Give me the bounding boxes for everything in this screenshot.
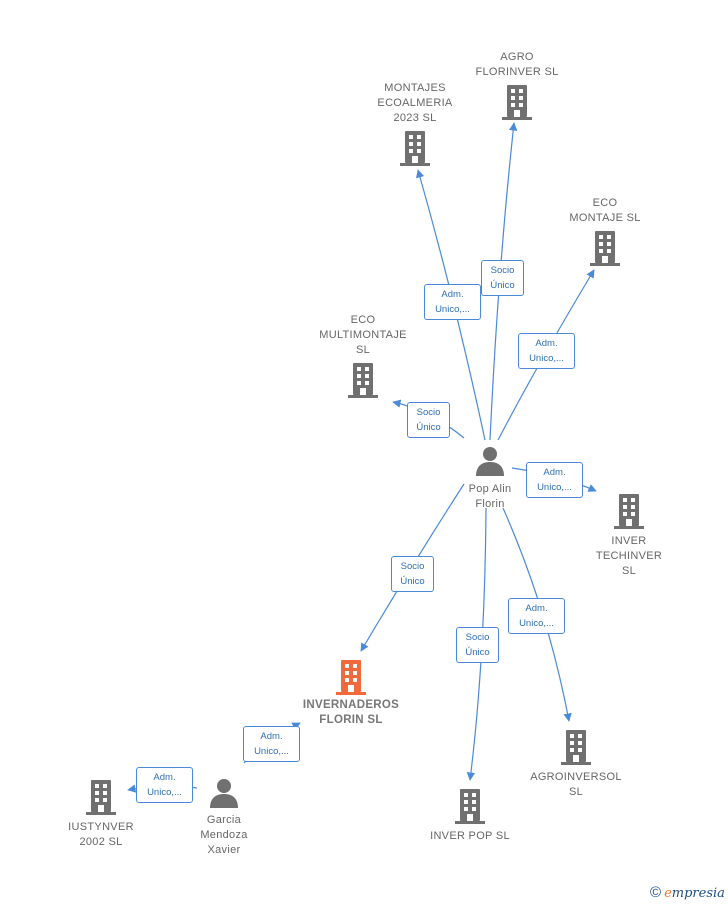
edge-label-garcia-iustynver[interactable]: Adm. Unico,... — [136, 767, 193, 803]
company-label-montajes[interactable]: MONTAJES ECOALMERIA 2023 SL — [377, 82, 453, 124]
company-label-ecomontaje[interactable]: ECO MONTAJE SL — [569, 197, 641, 224]
building-icon-techinver[interactable] — [614, 494, 644, 529]
building-icon-montajes[interactable] — [400, 131, 430, 166]
company-label-iustynver[interactable]: IUSTYNVER 2002 SL — [68, 821, 134, 848]
edge-label-pop-ecomulti[interactable]: Socio Único — [407, 402, 450, 438]
edge-label-pop-invernaderos[interactable]: Socio Único — [391, 556, 434, 592]
company-label-agroinversol[interactable]: AGROINVERSOL SL — [530, 771, 622, 798]
person-icon-garcia[interactable] — [210, 779, 238, 808]
company-label-ecomulti[interactable]: ECO MULTIMONTAJE SL — [319, 314, 407, 356]
edge-label-pop-techinver[interactable]: Adm. Unico,... — [526, 462, 583, 498]
brand-logo: ©empresia — [650, 884, 725, 901]
building-icon-iustynver[interactable] — [86, 780, 116, 815]
edge-label-pop-montajes[interactable]: Adm. Unico,... — [424, 284, 481, 320]
company-label-agro[interactable]: AGRO FLORINVER SL — [475, 51, 559, 78]
edge-label-pop-ecomontaje[interactable]: Adm. Unico,... — [518, 333, 575, 369]
edge-label-garcia-invernaderos[interactable]: Adm. Unico,... — [243, 726, 300, 762]
edge-label-pop-agroinversol[interactable]: Adm. Unico,... — [508, 598, 565, 634]
building-icon-ecomontaje[interactable] — [590, 231, 620, 266]
edge-label-pop-inverpop[interactable]: Socio Único — [456, 627, 499, 663]
company-label-invernaderos[interactable]: INVERNADEROS FLORIN SL — [302, 699, 400, 726]
building-icon-invernaderos[interactable] — [336, 660, 366, 695]
building-icon-inverpop[interactable] — [455, 789, 485, 824]
person-label-garcia[interactable]: Garcia Mendoza Xavier — [200, 814, 248, 856]
company-label-techinver[interactable]: INVER TECHINVER SL — [595, 535, 663, 577]
copyright-icon: © — [650, 884, 662, 901]
building-icon-agroinversol[interactable] — [561, 730, 591, 765]
edge-label-pop-agro[interactable]: Socio Único — [481, 260, 524, 296]
company-label-inverpop[interactable]: INVER POP SL — [430, 830, 510, 842]
building-icon-ecomulti[interactable] — [348, 363, 378, 398]
building-icon-agro[interactable] — [502, 85, 532, 120]
person-icon-pop[interactable] — [476, 447, 504, 476]
person-label-pop[interactable]: Pop Alin Florin — [468, 483, 512, 510]
